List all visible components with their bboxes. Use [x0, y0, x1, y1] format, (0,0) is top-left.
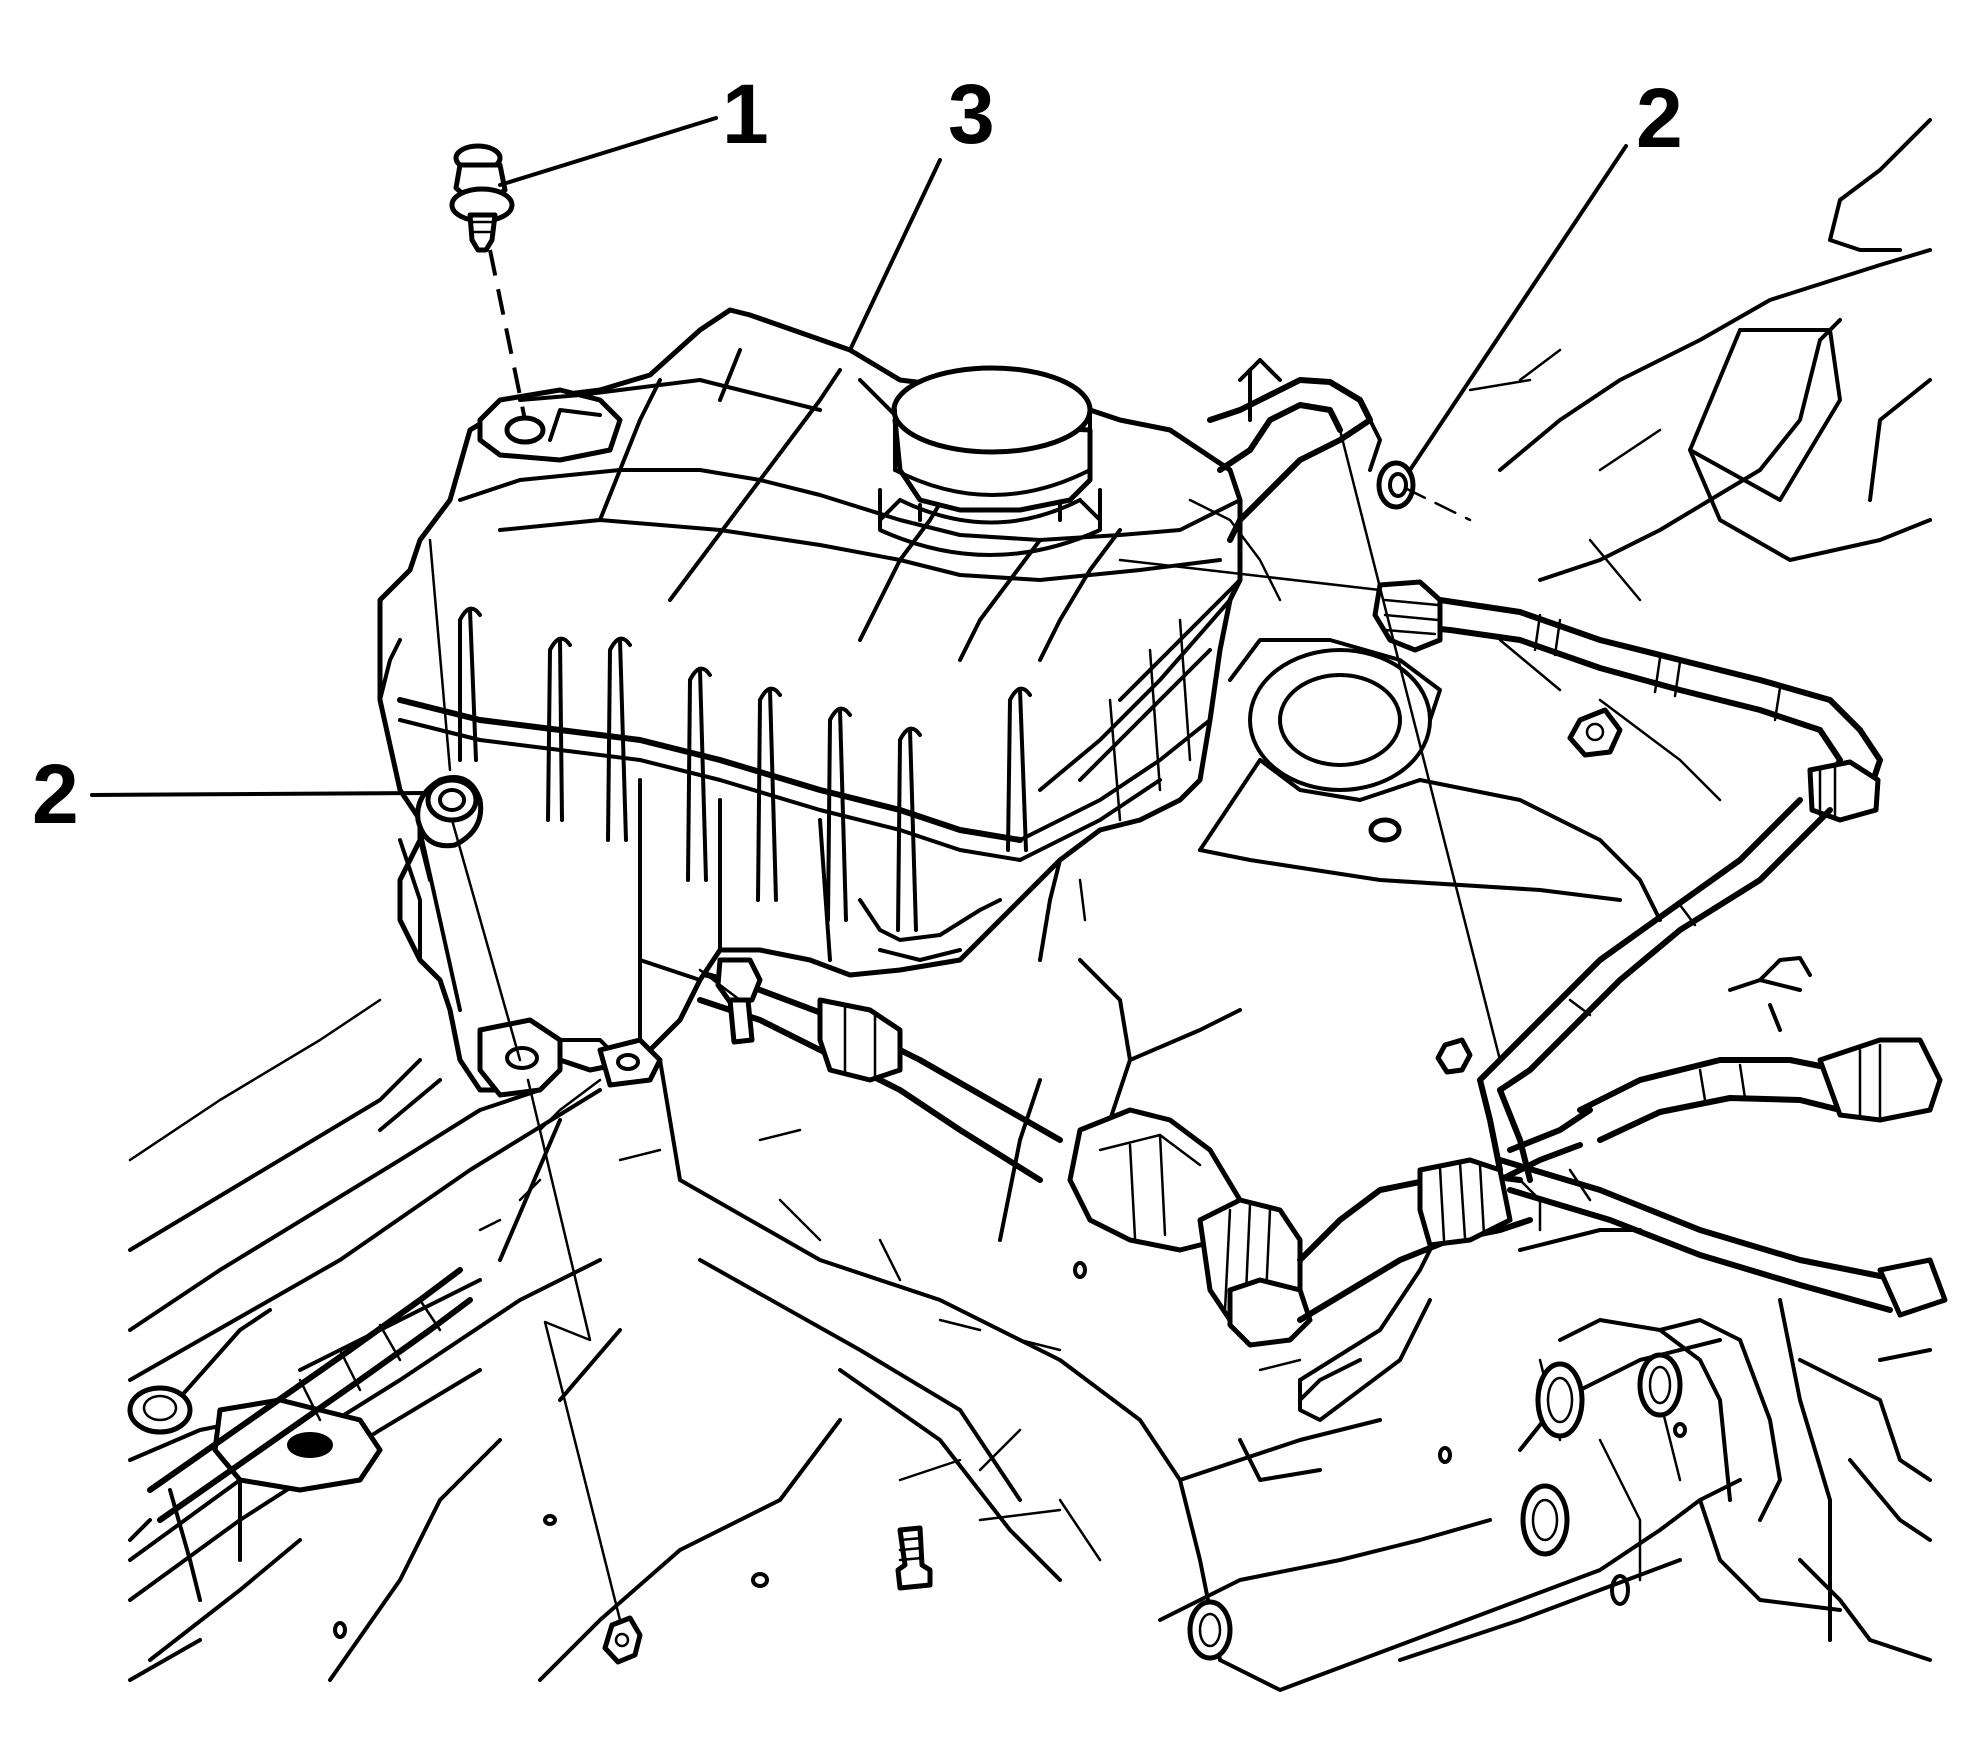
coolant-pipe	[1497, 1157, 1948, 1318]
bolt-part	[449, 143, 515, 253]
callout-1-label: 1	[722, 67, 769, 161]
callout-2-upper-label: 2	[1636, 71, 1683, 165]
nut-part	[602, 1615, 643, 1665]
heater-hose-upper	[1372, 579, 1883, 1183]
nut-part-right	[1435, 1037, 1473, 1075]
coolant-reservoir-tank	[377, 307, 1243, 1098]
callout-leaders	[90, 116, 1628, 797]
reservoir-filler-cap	[878, 365, 1102, 557]
grommet-upper-part	[1376, 460, 1416, 510]
grommet-left-part	[425, 777, 479, 823]
assembly-lines	[428, 249, 1502, 1622]
outlet-hose	[687, 957, 1642, 1348]
engine-compartment-background	[127, 118, 1932, 1692]
vent-hose	[1188, 358, 1382, 602]
callout-3-label: 3	[948, 67, 995, 161]
callout-2-left-label: 2	[32, 747, 79, 841]
heater-hose-lower-right	[1497, 956, 1943, 1183]
